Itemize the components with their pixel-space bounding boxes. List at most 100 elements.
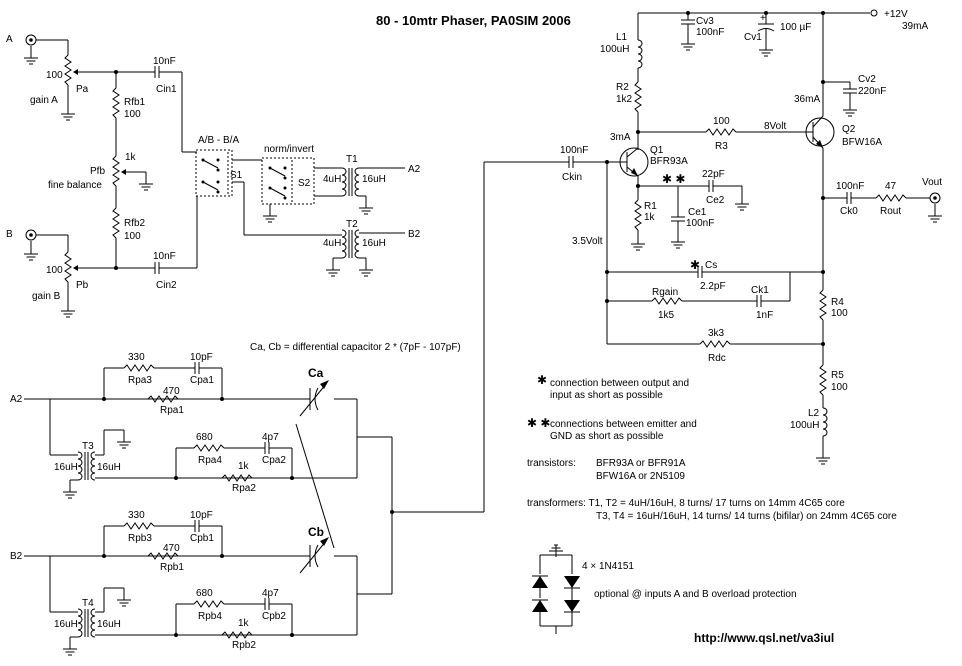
- svg-text:16uH: 16uH: [54, 619, 78, 630]
- svg-text:norm/invert: norm/invert: [264, 144, 314, 155]
- input-a-connector: [25, 34, 37, 46]
- svg-text:Rgain: Rgain: [652, 287, 678, 298]
- inductor-l2: [822, 407, 828, 437]
- svg-text:330: 330: [128, 352, 145, 363]
- svg-text:100: 100: [46, 265, 63, 276]
- svg-text:4uH: 4uH: [323, 174, 341, 185]
- svg-text:R1: R1: [644, 201, 657, 212]
- svg-text:100: 100: [713, 116, 730, 127]
- capacitor-cpb2: [257, 597, 277, 611]
- resistor-rpb3: [123, 522, 155, 530]
- capacitor-ckin: [561, 155, 581, 169]
- svg-text:220nF: 220nF: [858, 86, 886, 97]
- note-diff-cap: Ca, Cb = differential capacitor 2 * (7pF…: [250, 342, 461, 353]
- svg-text:+: +: [760, 13, 766, 24]
- svg-text:Rpa3: Rpa3: [128, 375, 152, 386]
- resistor-rgain: [651, 297, 683, 305]
- svg-text:Cin2: Cin2: [156, 280, 177, 291]
- svg-text:1nF: 1nF: [756, 310, 773, 321]
- transformer-t4: [77, 608, 83, 638]
- svg-text:10nF: 10nF: [153, 251, 176, 262]
- phase-network-b: B2 330 Rpb3 10pF Cpb1 470 Rpb1: [10, 162, 485, 656]
- capacitor-ca: [299, 380, 329, 417]
- svg-text:+12V: +12V: [884, 9, 908, 20]
- svg-text:T3: T3: [82, 441, 94, 452]
- svg-text:4p7: 4p7: [262, 588, 279, 599]
- svg-text:R4: R4: [831, 297, 844, 308]
- input-b-label: B: [6, 229, 13, 240]
- notes: Ca, Cb = differential capacitor 2 * (7pF…: [250, 342, 897, 645]
- svg-text:16uH: 16uH: [362, 174, 386, 185]
- svg-text:connection between output and: connection between output and: [550, 378, 689, 389]
- svg-text:transformers: T1, T2 = 4uH/16: transformers: T1, T2 = 4uH/16uH, 8 turns…: [527, 498, 845, 509]
- svg-text:10nF: 10nF: [153, 56, 176, 67]
- svg-text:BFW16A or 2N5109: BFW16A or 2N5109: [596, 471, 685, 482]
- svg-text:Ca: Ca: [308, 366, 324, 380]
- transistor-q2: [805, 115, 835, 149]
- svg-text:100: 100: [831, 382, 848, 393]
- svg-text:2.2pF: 2.2pF: [700, 281, 726, 292]
- svg-text:100: 100: [124, 231, 141, 242]
- svg-text:Rdc: Rdc: [708, 353, 726, 364]
- svg-text:BFW16A: BFW16A: [842, 137, 882, 148]
- svg-text:4p7: 4p7: [262, 432, 279, 443]
- svg-text:100: 100: [124, 109, 141, 120]
- source-url: http://www.qsl.net/va3iul: [694, 631, 834, 645]
- capacitor-cpa1: [187, 361, 207, 375]
- svg-text:470: 470: [163, 543, 180, 554]
- schematic-title: 80 - 10mtr Phaser, PA0SIM 2006: [376, 13, 571, 28]
- svg-text:8Volt: 8Volt: [764, 121, 786, 132]
- svg-text:Rout: Rout: [880, 206, 901, 217]
- svg-text:16uH: 16uH: [97, 619, 121, 630]
- svg-text:S2: S2: [298, 178, 311, 189]
- svg-text:Rfb1: Rfb1: [124, 97, 146, 108]
- resistor-r5: [819, 364, 827, 396]
- svg-text:B2: B2: [10, 551, 23, 562]
- phase-network-a: A2 330 Rpa3 10pF Cpa1 470 Rpa1 Ca: [10, 352, 393, 512]
- transistor-q1: [590, 147, 649, 177]
- svg-text:1k5: 1k5: [658, 310, 675, 321]
- capacitor-cpa2: [257, 441, 277, 455]
- svg-text:✱ ✱: ✱ ✱: [527, 416, 550, 430]
- svg-text:Cv1: Cv1: [744, 32, 762, 43]
- svg-text:16uH: 16uH: [54, 462, 78, 473]
- svg-text:1k2: 1k2: [616, 94, 633, 105]
- amplifier-section: +12V 39mA L1 100uH Cv3 100nF + Cv1 100 µ…: [484, 9, 943, 465]
- svg-text:optional @ inputs A and B over: optional @ inputs A and B overload prote…: [594, 589, 797, 600]
- svg-text:T4: T4: [82, 598, 94, 609]
- svg-text:BFR93A or BFR91A: BFR93A or BFR91A: [596, 458, 686, 469]
- svg-text:39mA: 39mA: [902, 21, 928, 32]
- svg-text:Rpa2: Rpa2: [232, 483, 256, 494]
- svg-text:A2: A2: [10, 394, 23, 405]
- svg-text:Cpb1: Cpb1: [190, 533, 214, 544]
- svg-text:Cpa1: Cpa1: [190, 375, 214, 386]
- svg-text:Cv2: Cv2: [858, 74, 876, 85]
- capacitor-cin2: [147, 261, 167, 275]
- svg-text:Cin1: Cin1: [156, 84, 177, 95]
- svg-text:S1: S1: [230, 170, 243, 181]
- svg-text:GND as short as possible: GND as short as possible: [550, 431, 664, 442]
- svg-text:Pb: Pb: [76, 280, 89, 291]
- svg-text:1k: 1k: [644, 212, 656, 223]
- capacitor-ce1: [670, 209, 686, 229]
- capacitor-ce2: [701, 179, 721, 193]
- capacitor-cv3: [680, 12, 696, 32]
- transformer-t2: [341, 229, 347, 259]
- svg-text:BFR93A: BFR93A: [650, 156, 688, 167]
- svg-text:3k3: 3k3: [708, 328, 725, 339]
- svg-text:R3: R3: [715, 141, 728, 152]
- svg-text:100: 100: [46, 70, 63, 81]
- resistor-r2: [634, 81, 642, 113]
- svg-text:R5: R5: [831, 370, 844, 381]
- transformer-t3: [77, 451, 83, 481]
- input-section: A 100 Pa gain A Rfb1 100 1k Pfb fine bal…: [6, 34, 421, 318]
- inductor-l1: [637, 39, 643, 69]
- resistor-rfb2: [112, 207, 120, 239]
- svg-text:Cs: Cs: [705, 260, 717, 271]
- svg-text:Ckin: Ckin: [562, 172, 582, 183]
- capacitor-cb: [299, 537, 329, 574]
- svg-text:Cpb2: Cpb2: [262, 611, 286, 622]
- svg-text:Cb: Cb: [308, 525, 324, 539]
- svg-text:Pfb: Pfb: [90, 166, 105, 177]
- svg-text:47: 47: [885, 181, 897, 192]
